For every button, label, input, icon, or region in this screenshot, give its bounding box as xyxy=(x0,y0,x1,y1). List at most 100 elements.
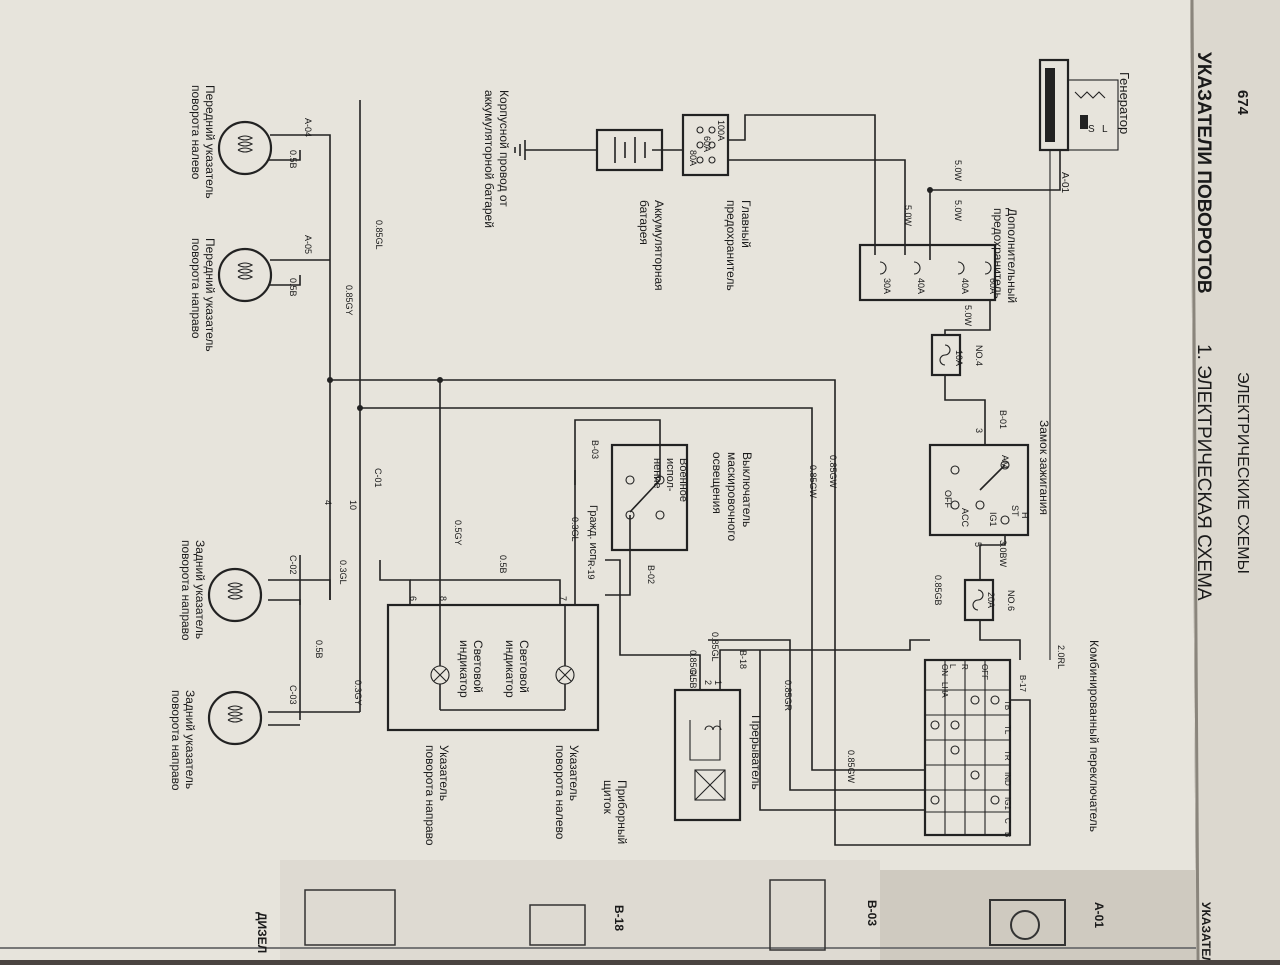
combo-switch-label: Комбинированный переключатель xyxy=(1087,640,1101,832)
c01-connector: C-01 xyxy=(373,468,383,488)
fuse-no6 xyxy=(963,578,995,622)
r19-connector: R-19 xyxy=(586,560,596,580)
wire-label-17: 0.5B xyxy=(688,670,698,689)
military-label-2: испол- xyxy=(664,458,676,492)
next-page-content xyxy=(304,879,1066,951)
b03-connector: B-03 xyxy=(590,440,600,459)
wire-label-4: 5.0W xyxy=(963,305,973,327)
combination-switch xyxy=(923,658,1012,837)
page-number: 674 xyxy=(1234,90,1251,116)
col-ind: IND xyxy=(1003,772,1012,786)
wire-label-8: 0.85GW xyxy=(828,455,838,489)
wire-label-23: 0.5B xyxy=(288,150,298,169)
front-left-label-2: поворота налево xyxy=(189,85,203,180)
col-tr: TR xyxy=(1003,750,1012,761)
wire-label-21: 0.85GY xyxy=(344,285,354,316)
main-fuse-block xyxy=(681,113,730,177)
col-tl: TL xyxy=(1003,725,1012,735)
blackout-label: Выключатель xyxy=(740,452,754,527)
battery xyxy=(514,128,683,172)
fuse-no6-value: 20A xyxy=(986,592,996,608)
rear-right-label: Задний указатель xyxy=(193,540,207,639)
military-label-3: нение xyxy=(651,458,663,489)
margin-code-b18: B-18 xyxy=(612,905,626,931)
margin-text-turns: УКАЗАТЕЛИ xyxy=(1199,902,1213,960)
ign-am: AM xyxy=(1000,455,1010,469)
wire-label-14: 0.3GL xyxy=(570,517,580,542)
right-turn-indicator-label: Указатель xyxy=(437,745,451,801)
aux-fuse-60a: 60A xyxy=(988,278,998,294)
wire-label-16: 0.85GL xyxy=(688,650,698,680)
rear-left-label-2: поворота направо xyxy=(169,690,183,791)
ign-st: ST xyxy=(1010,505,1020,517)
pin-label-8: 10 xyxy=(348,500,358,510)
page-paper xyxy=(0,0,1196,960)
wire-label-24: 0.5B xyxy=(288,278,298,297)
b01-connector: B-01 xyxy=(998,410,1008,429)
aux-fuse-40a: 40A xyxy=(960,278,970,294)
diagram-subtitle: 1. ЭЛЕКТРИЧЕСКАЯ СХЕМА xyxy=(1193,344,1214,601)
col-b: B xyxy=(1003,832,1012,837)
a04-connector: A-04 xyxy=(303,118,313,137)
wire-label-7: 0.85GB xyxy=(933,575,943,606)
front-left-label: Передний указатель xyxy=(203,85,217,199)
ign-ig1: IG1 xyxy=(988,512,998,527)
wiring xyxy=(268,100,1061,846)
wire-label-1: 5.0W xyxy=(953,160,963,182)
indicator-left-label: Световой xyxy=(517,640,531,693)
a05-connector: A-05 xyxy=(303,235,313,254)
front-right-label-2: поворота направо xyxy=(189,238,203,339)
indicator-right-label-2: индикатор xyxy=(457,640,471,698)
wire-label-6: 2.0RL xyxy=(1056,645,1066,669)
row-lha: LHA xyxy=(940,682,949,698)
rear-right-label-2: поворота направо xyxy=(179,540,193,641)
indicator-left-label-2: индикатор xyxy=(503,640,517,698)
left-turn-indicator-label: Указатель xyxy=(567,745,581,801)
rear-left-lamp xyxy=(207,690,263,746)
main-fuse-label-2: предохранитель xyxy=(724,200,738,291)
pin-label-5: 8 xyxy=(438,596,448,601)
fuse-no4 xyxy=(930,333,962,377)
aux-fuse-label-2: предохранитель xyxy=(991,208,1005,299)
main-fuse-80a: 80A xyxy=(688,150,698,166)
next-page xyxy=(1190,0,1280,960)
margin-code-b03: B-03 xyxy=(865,900,879,926)
row-l: L xyxy=(948,664,957,669)
blackout-label-3: освещения xyxy=(710,452,724,514)
aux-fuse-label: Дополнительный xyxy=(1005,208,1019,303)
section-title: ЭЛЕКТРИЧЕСКИЕ СХЕМЫ xyxy=(1234,372,1251,574)
panel-label-2: щиток xyxy=(601,780,615,815)
c03-connector: C-03 xyxy=(288,685,298,705)
pin-label-4: 7 xyxy=(558,596,568,601)
battery-label-2: батарея xyxy=(637,200,651,245)
pin-label-7: 2 xyxy=(703,680,713,685)
margin-text-diesel: ДИЗЕЛ xyxy=(255,912,269,953)
b02-connector: B-02 xyxy=(646,565,656,584)
instrument-panel xyxy=(386,603,600,732)
left-turn-indicator-label-2: поворота налево xyxy=(553,745,567,840)
pin-label-3: 6 xyxy=(408,596,418,601)
flasher-relay xyxy=(673,688,742,822)
wire-label-11: 0.85GR xyxy=(783,680,793,712)
ign-off: OFF xyxy=(943,490,953,508)
a01-connector: A-01 xyxy=(1059,172,1070,194)
pin-label-2: 5 xyxy=(973,542,983,547)
c02-connector: C-02 xyxy=(288,555,298,575)
fuse-no6-label: NO.6 xyxy=(1006,590,1016,611)
row-off: OFF xyxy=(980,664,989,680)
panel-label: Приборный xyxy=(615,780,629,844)
rear-right-lamp xyxy=(207,567,263,623)
row-on: ON xyxy=(940,664,949,676)
col-c: C xyxy=(1003,818,1012,824)
wire-label-5: 3.0BW xyxy=(998,540,1008,568)
aux-fuse-30a: 30A xyxy=(882,278,892,294)
battery-label: Аккумуляторная xyxy=(652,200,666,291)
ignition-switch xyxy=(928,443,1030,537)
wire-label-10: 0.85GW xyxy=(846,750,856,784)
svg-text:S: S xyxy=(1088,124,1095,135)
ign-h: H xyxy=(1020,512,1030,519)
ground-label: Корпусной провод от xyxy=(497,90,511,207)
blackout-label-2: маскировочного xyxy=(725,452,739,542)
wire-label-3: 5.0W xyxy=(953,200,963,222)
